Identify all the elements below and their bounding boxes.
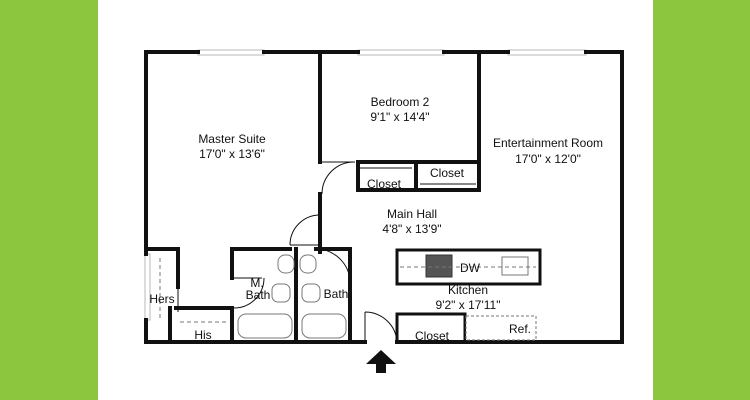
fridge [465, 315, 537, 341]
m-bath-label-2: Bath [246, 288, 271, 302]
toilet-right [301, 283, 321, 303]
window-hers [144, 253, 151, 321]
kitchen-name: Kitchen [448, 283, 488, 297]
entertainment-size: 17'0" x 12'0" [515, 152, 581, 166]
window-master [197, 49, 265, 56]
door-front [364, 311, 398, 343]
kitchen-size: 9'2" x 17'11" [436, 298, 501, 312]
toilet-left [271, 283, 291, 303]
main-hall-name: Main Hall [387, 207, 437, 221]
master-suite-size: 17'0" x 13'6" [199, 147, 265, 161]
left-green-panel [0, 0, 98, 400]
kitchen-sink [501, 256, 529, 276]
walls [144, 50, 624, 344]
hers-label: Hers [149, 292, 174, 306]
closet-label-right: Closet [430, 166, 465, 180]
main-hall-size: 4'8" x 13'9" [382, 222, 441, 236]
entry-arrow-icon [366, 350, 396, 373]
bath-label: Bath [324, 287, 349, 301]
door-master [289, 214, 321, 246]
dw-label: DW [460, 261, 481, 275]
doors [177, 161, 476, 343]
door-bath [315, 248, 351, 284]
stove [425, 254, 453, 278]
fixtures [159, 254, 537, 341]
right-green-panel [653, 0, 750, 400]
door-mbath [233, 277, 265, 309]
kitchen-closet-label: Closet [415, 329, 450, 343]
sink-left [277, 254, 295, 274]
tub-left [237, 313, 293, 339]
ref-label: Ref. [509, 322, 531, 336]
sink-right [299, 254, 317, 274]
bedroom2-size: 9'1" x 14'4" [370, 110, 429, 124]
his-label: His [194, 328, 211, 342]
closet-label-left: Closet [367, 177, 402, 191]
bedroom2-name: Bedroom 2 [371, 95, 430, 109]
window-bedroom2 [357, 49, 445, 56]
window-entertainment [507, 49, 587, 56]
door-bedroom2 [321, 161, 355, 195]
master-suite-name: Master Suite [198, 132, 266, 146]
m-bath-label-1: M. [250, 276, 263, 290]
tub-right [301, 313, 347, 339]
entertainment-name: Entertainment Room [493, 136, 603, 150]
windows [144, 49, 587, 321]
